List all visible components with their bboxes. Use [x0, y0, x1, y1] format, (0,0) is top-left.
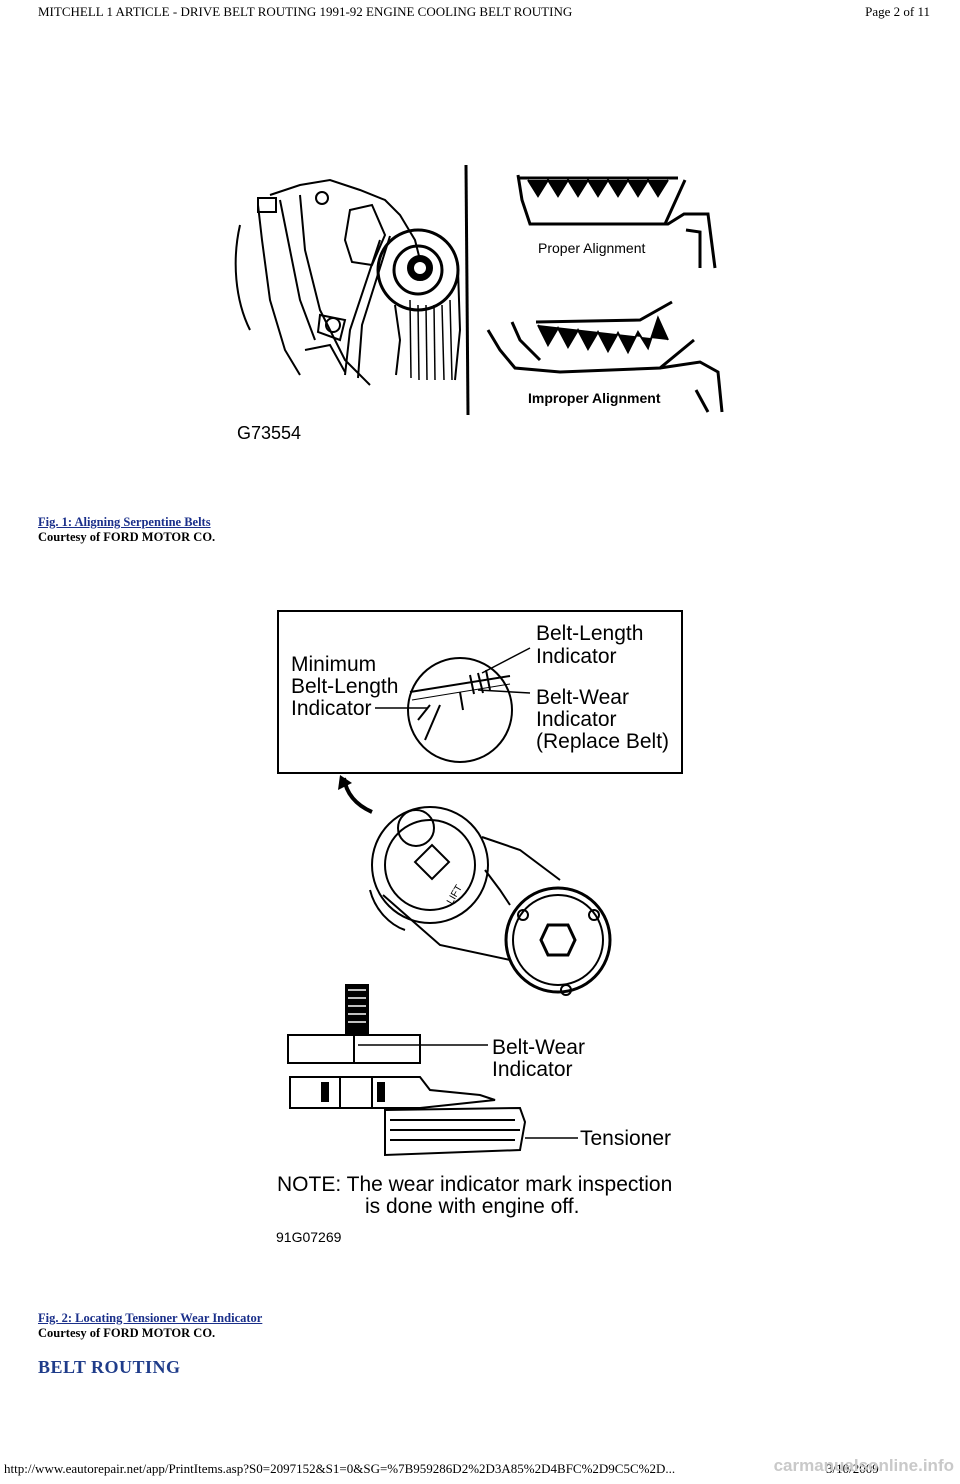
inset-dial [407, 657, 513, 763]
lower-belt-wear-label-1: Belt-Wear [492, 1036, 585, 1059]
alternator-illustration [234, 178, 462, 386]
note-line-1: NOTE: The wear indicator mark inspection [277, 1173, 672, 1196]
svg-text:LIFT: LIFT [445, 883, 465, 906]
note-line-2: is done with engine off. [365, 1195, 579, 1218]
belt-length-label-1: Belt-Length [536, 622, 643, 645]
figure-1-caption: Fig. 1: Aligning Serpentine Belts Courte… [38, 515, 215, 545]
lower-belt-wear-label-2: Indicator [492, 1058, 573, 1081]
figure-2-courtesy: Courtesy of FORD MOTOR CO. [38, 1326, 216, 1340]
improper-alignment-illustration [486, 300, 724, 413]
figure-1-courtesy: Courtesy of FORD MOTOR CO. [38, 530, 216, 544]
footer-date: 3/10/2009 [826, 1461, 879, 1476]
figure-2-tensioner-wear: Minimum Belt-Length Indicator Belt-Lengt… [276, 610, 683, 1245]
section-heading: BELT ROUTING [38, 1357, 181, 1377]
footer-url: http://www.eautorepair.net/app/PrintItem… [4, 1461, 676, 1476]
proper-alignment-label: Proper Alignment [538, 240, 646, 256]
figure-2-code: 91G07269 [276, 1229, 342, 1245]
belt-wear-label-1: Belt-Wear [536, 686, 629, 709]
figure-2-caption: Fig. 2: Locating Tensioner Wear Indicato… [38, 1311, 262, 1341]
figure-1-link[interactable]: Fig. 1: Aligning Serpentine Belts [38, 515, 211, 529]
inset-box [277, 610, 683, 774]
detail-arrowhead [338, 775, 352, 790]
belt-length-leader [481, 647, 531, 674]
figure-divider [464, 164, 470, 416]
proper-alignment-illustration [516, 174, 717, 269]
min-length-label-3: Indicator [291, 697, 372, 720]
belt-wear-leader [477, 689, 531, 694]
figure-1-aligning-belts: Proper Alignment Improper Alignment G735… [234, 164, 724, 443]
min-length-label-2: Belt-Length [291, 675, 398, 698]
belt-wear-label-2: Indicator [536, 708, 617, 731]
belt-length-label-2: Indicator [536, 645, 617, 668]
figure-1-code: G73554 [237, 423, 301, 443]
tensioner-label: Tensioner [580, 1127, 671, 1150]
figure-2-link[interactable]: Fig. 2: Locating Tensioner Wear Indicato… [38, 1311, 263, 1325]
tensioner-illustration: LIFT [369, 806, 612, 996]
page-header-title: MITCHELL 1 ARTICLE - DRIVE BELT ROUTING … [38, 4, 573, 19]
min-length-label-1: Minimum [291, 653, 376, 676]
belt-wear-label-3: (Replace Belt) [536, 730, 669, 753]
watermark: carmanualsonline.info [773, 1456, 954, 1475]
wear-indicator-detail [287, 984, 527, 1157]
improper-alignment-label: Improper Alignment [528, 390, 661, 406]
page-number: Page 2 of 11 [865, 4, 930, 19]
